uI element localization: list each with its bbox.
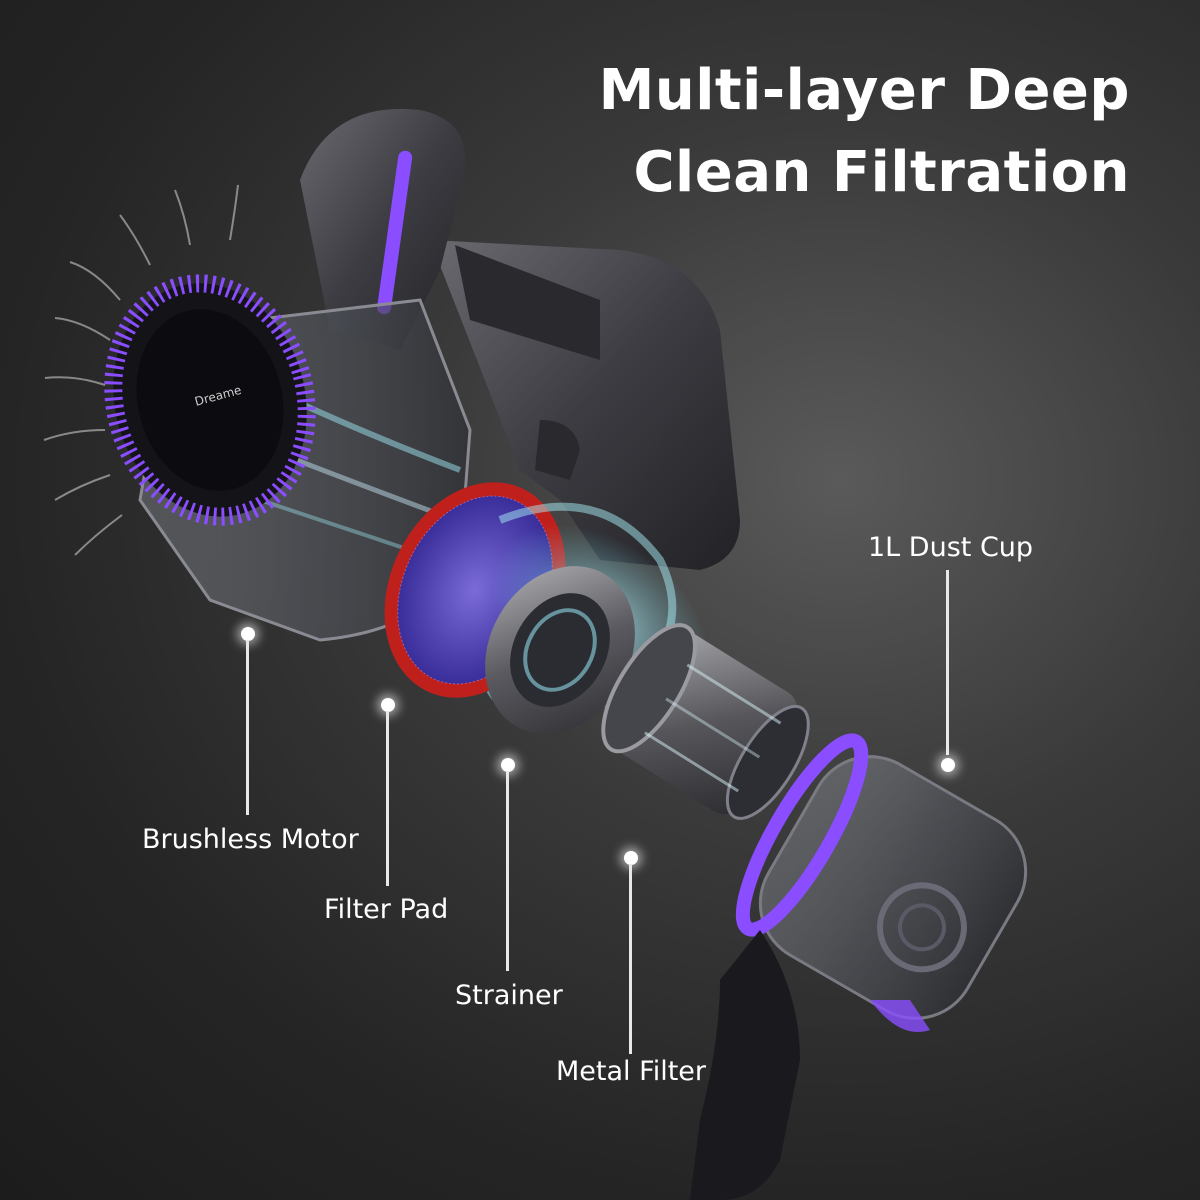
metal-filter (601, 623, 810, 820)
strainer-label: Strainer (455, 980, 563, 1011)
dust-cup-leader (946, 570, 949, 755)
exhaust-air-rays (43, 184, 239, 556)
handle-body (300, 108, 740, 570)
strainer-leader (506, 771, 509, 971)
filter-pad-label: Filter Pad (324, 894, 449, 925)
metal-filter-label: Metal Filter (556, 1056, 706, 1087)
dust-cup-dot (941, 758, 955, 772)
metal-filter-dot (624, 851, 638, 865)
motor-cap: Dreame (104, 274, 316, 526)
headline-line-1: Multi-layer Deep (598, 58, 1130, 123)
brushless-motor-leader (246, 640, 249, 815)
strainer-dot (501, 758, 515, 772)
brushless-motor-dot (241, 627, 255, 641)
dust-cup-label: 1L Dust Cup (868, 532, 1034, 563)
brushless-motor-label: Brushless Motor (142, 824, 359, 855)
metal-filter-leader (629, 864, 632, 1054)
filter-pad-dot (381, 698, 395, 712)
filter-pad-leader (386, 711, 389, 886)
dust-cup (735, 733, 1028, 1020)
lower-grip (690, 930, 930, 1200)
headline-line-2: Clean Filtration (633, 140, 1130, 205)
headline: Multi-layer Deep Clean Filtration (599, 50, 1130, 214)
strainer (485, 566, 635, 734)
